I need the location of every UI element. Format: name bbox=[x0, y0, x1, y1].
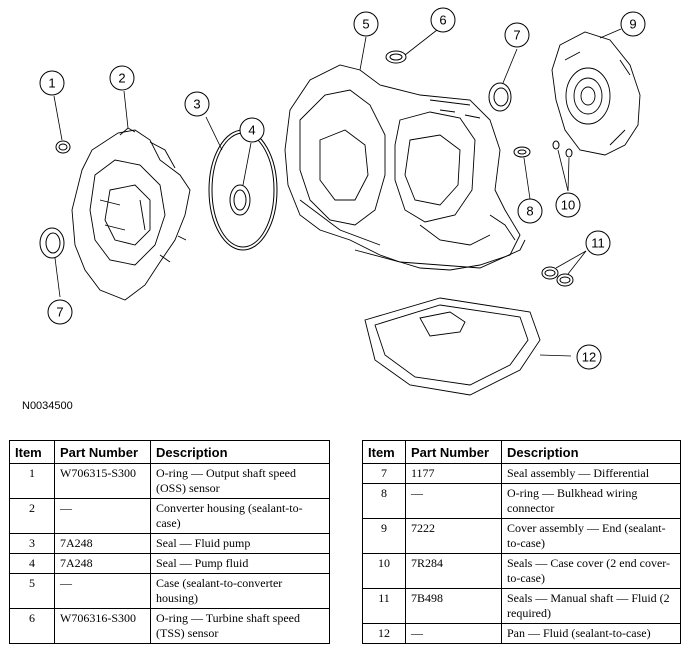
table-row: 5—Case (sealant-to-converter housing) bbox=[9, 573, 330, 609]
table-row: 2—Converter housing (sealant-to-case) bbox=[9, 498, 330, 534]
oring-tss-sensor bbox=[385, 50, 407, 64]
part-number-cell: W706316-S300 bbox=[54, 608, 151, 644]
part-number-cell: 7222 bbox=[405, 518, 502, 554]
svg-text:2: 2 bbox=[118, 71, 125, 86]
description-cell: Cover assembly — End (sealant-to-case) bbox=[501, 518, 681, 554]
seal-fluid-pump bbox=[208, 129, 278, 251]
item-cell: 8 bbox=[362, 483, 406, 519]
seal-manual-shaft-a bbox=[541, 266, 559, 280]
description-cell: Pan — Fluid (sealant-to-case) bbox=[501, 623, 681, 644]
part-number-cell: 7R284 bbox=[405, 553, 502, 589]
item-cell: 9 bbox=[362, 518, 406, 554]
svg-text:4: 4 bbox=[248, 123, 255, 138]
item-cell: 2 bbox=[9, 498, 55, 534]
part-number-cell: — bbox=[405, 483, 502, 519]
callout-9 bbox=[620, 11, 646, 37]
callout-12 bbox=[576, 344, 602, 370]
item-cell: 6 bbox=[9, 608, 55, 644]
description-cell: O-ring — Turbine shaft speed (TSS) senso… bbox=[150, 608, 330, 644]
oring-oss-sensor bbox=[55, 140, 71, 154]
item-cell: 12 bbox=[362, 623, 406, 644]
part-number-cell: 1177 bbox=[405, 463, 502, 484]
svg-text:1: 1 bbox=[48, 76, 55, 91]
header-part-number: Part Number bbox=[54, 440, 151, 464]
seal-case-cover-b bbox=[565, 148, 573, 158]
description-cell: Seal — Fluid pump bbox=[150, 533, 330, 554]
callout-1 bbox=[39, 70, 65, 96]
item-cell: 10 bbox=[362, 553, 406, 589]
svg-text:5: 5 bbox=[362, 17, 369, 32]
callout-6 bbox=[430, 7, 456, 33]
part-number-cell: 7B498 bbox=[405, 588, 502, 624]
end-cover-assembly bbox=[551, 31, 641, 156]
description-cell: O-ring — Bulkhead wiring connector bbox=[501, 483, 681, 519]
callout-11 bbox=[585, 230, 611, 256]
transmission-case bbox=[284, 64, 526, 271]
description-cell: Case (sealant-to-converter housing) bbox=[150, 573, 330, 609]
callout-5 bbox=[353, 11, 379, 37]
callout-2 bbox=[109, 65, 135, 91]
callout-3 bbox=[184, 91, 210, 117]
oring-bulkhead bbox=[513, 146, 531, 158]
header-part-number: Part Number bbox=[405, 440, 502, 464]
item-cell: 7 bbox=[362, 463, 406, 484]
figure-id: N0034500 bbox=[22, 400, 73, 412]
part-number-cell: W706315-S300 bbox=[54, 463, 151, 499]
part-number-cell: 7A248 bbox=[54, 553, 151, 574]
description-cell: Seal — Pump fluid bbox=[150, 553, 330, 574]
seal-differential-right bbox=[488, 82, 512, 112]
svg-text:7: 7 bbox=[513, 28, 520, 43]
part-number-cell: — bbox=[54, 573, 151, 609]
description-cell: Converter housing (sealant-to-case) bbox=[150, 498, 330, 534]
seal-case-cover-a bbox=[552, 140, 560, 150]
description-cell: Seal assembly — Differential bbox=[501, 463, 681, 484]
part-number-cell: — bbox=[54, 498, 151, 534]
svg-text:3: 3 bbox=[193, 97, 200, 112]
item-cell: 5 bbox=[9, 573, 55, 609]
callout-10 bbox=[555, 192, 581, 218]
header-description: Description bbox=[150, 440, 330, 464]
table-row: 12—Pan — Fluid (sealant-to-case) bbox=[362, 623, 681, 644]
part-number-cell: — bbox=[405, 623, 502, 644]
seal-differential-left bbox=[39, 227, 65, 259]
svg-text:10: 10 bbox=[561, 198, 575, 213]
part-number-cell: 7A248 bbox=[54, 533, 151, 554]
svg-text:8: 8 bbox=[526, 204, 533, 219]
callout-7-right bbox=[504, 22, 530, 48]
exploded-parts-diagram: 1 2 3 4 5 6 7 7 8 9 10 11 12 bbox=[39, 7, 646, 396]
table-row: 8—O-ring — Bulkhead wiring connector bbox=[362, 483, 681, 519]
header-item: Item bbox=[9, 440, 55, 464]
callout-8 bbox=[517, 198, 543, 224]
item-cell: 3 bbox=[9, 533, 55, 554]
header-item: Item bbox=[362, 440, 406, 464]
svg-text:7: 7 bbox=[56, 305, 63, 320]
converter-housing bbox=[71, 127, 191, 301]
callout-7-left bbox=[47, 299, 73, 325]
svg-text:12: 12 bbox=[582, 350, 596, 365]
description-cell: Seals — Case cover (2 end cover-to-case) bbox=[501, 553, 681, 589]
seal-pump-fluid bbox=[229, 184, 251, 216]
seal-manual-shaft-b bbox=[556, 273, 574, 287]
description-cell: O-ring — Output shaft speed (OSS) sensor bbox=[150, 463, 330, 499]
fluid-pan bbox=[364, 297, 541, 396]
description-cell: Seals — Manual shaft — Fluid (2 required… bbox=[501, 588, 681, 624]
item-cell: 1 bbox=[9, 463, 55, 499]
svg-text:6: 6 bbox=[439, 13, 446, 28]
svg-text:11: 11 bbox=[591, 236, 605, 251]
item-cell: 11 bbox=[362, 588, 406, 624]
header-description: Description bbox=[501, 440, 681, 464]
item-cell: 4 bbox=[9, 553, 55, 574]
svg-text:9: 9 bbox=[629, 17, 636, 32]
callout-4 bbox=[239, 117, 265, 143]
